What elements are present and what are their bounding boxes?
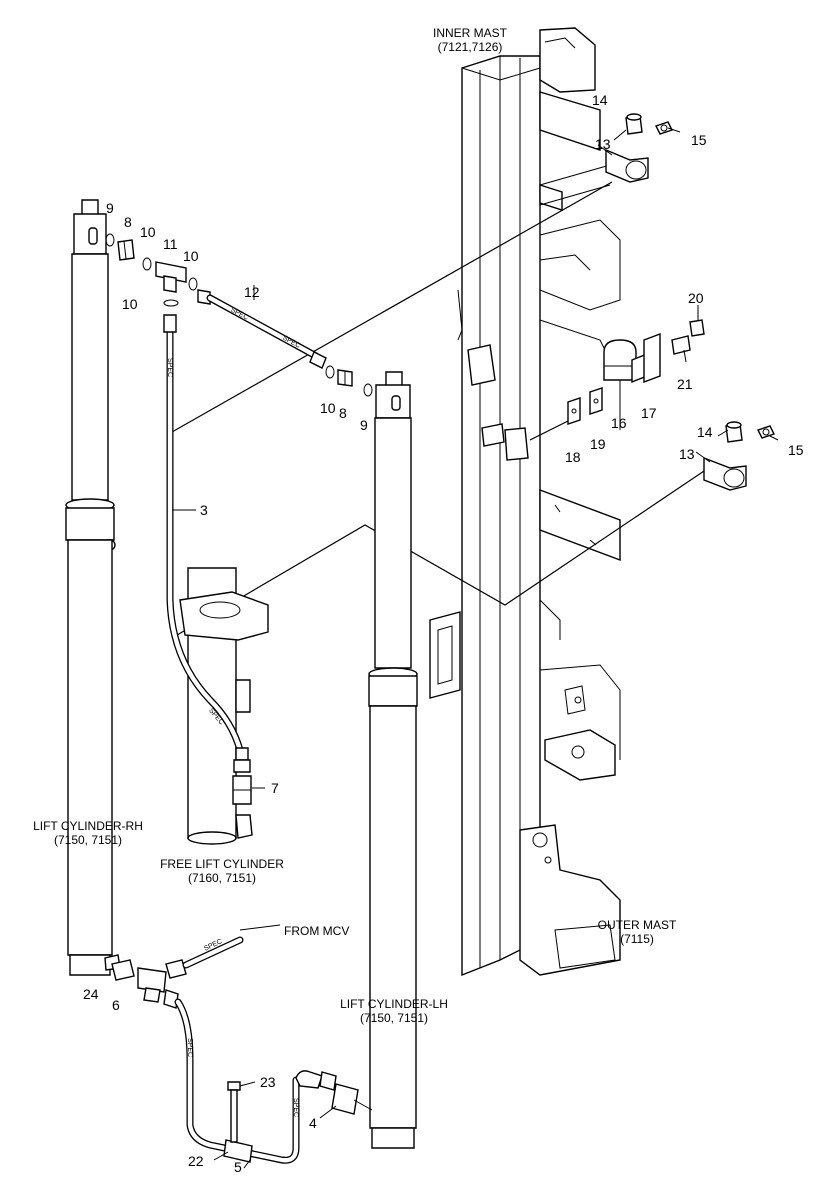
callout-10-c: 10 xyxy=(122,296,138,312)
callout-10-a: 10 xyxy=(140,224,156,240)
callout-12: 12 xyxy=(244,284,260,300)
callout-4: 4 xyxy=(309,1115,317,1131)
svg-text:SPEC: SPEC xyxy=(292,1098,299,1117)
lift-cylinder-rh xyxy=(65,199,121,976)
mast-structure xyxy=(429,27,621,977)
caption-free-lift-title: FREE LIFT CYLINDER xyxy=(160,857,284,871)
upper-clamp-set xyxy=(605,113,673,183)
callout-20: 20 xyxy=(688,290,704,306)
svg-text:SPEC: SPEC xyxy=(186,1038,193,1057)
caption-lift-lh-title: LIFT CYLINDER-LH xyxy=(340,997,448,1011)
caption-from-mcv: FROM MCV xyxy=(284,924,349,938)
callout-14-upper: 14 xyxy=(592,92,608,108)
lift-cylinder-lh xyxy=(368,371,418,1149)
callout-8-upper: 8 xyxy=(124,214,132,230)
callout-15-lower: 15 xyxy=(788,442,804,458)
callout-21: 21 xyxy=(677,376,693,392)
callout-15-upper: 15 xyxy=(691,132,707,148)
callout-14-lower: 14 xyxy=(697,424,713,440)
caption-outer-mast-code: (7115) xyxy=(620,932,654,946)
part-callouts: 3 4 5 6 7 8 8 9 9 10 10 10 10 11 12 13 1… xyxy=(83,92,804,1175)
captions: INNER MAST (7121,7126) OUTER MAST (7115)… xyxy=(33,26,677,1025)
callout-19: 19 xyxy=(590,436,606,452)
callout-13-lower: 13 xyxy=(679,446,695,462)
callout-24: 24 xyxy=(83,986,99,1002)
callout-11: 11 xyxy=(163,236,178,252)
callout-13-upper: 13 xyxy=(595,136,611,152)
callout-9-upper: 9 xyxy=(106,200,114,216)
callout-5: 5 xyxy=(234,1159,242,1175)
callout-22: 22 xyxy=(188,1153,204,1169)
caption-inner-mast-code: (7121,7126) xyxy=(438,40,503,54)
callout-leaders xyxy=(172,127,779,1169)
callout-10-b: 10 xyxy=(183,248,199,264)
free-lift-cylinder xyxy=(179,567,269,845)
callout-7: 7 xyxy=(271,780,279,796)
callout-6: 6 xyxy=(112,997,120,1013)
fitting-7 xyxy=(232,747,252,805)
callout-9-lower: 9 xyxy=(360,417,368,433)
caption-outer-mast-title: OUTER MAST xyxy=(598,918,677,932)
callout-3: 3 xyxy=(200,502,208,518)
callout-23: 23 xyxy=(260,1074,276,1090)
svg-text:SPEC: SPEC xyxy=(166,358,173,377)
lower-hose-assembly: SPEC SPEC SPEC xyxy=(111,936,373,1164)
callout-17: 17 xyxy=(641,405,657,421)
caption-inner-mast-title: INNER MAST xyxy=(433,26,508,40)
lower-clamp-set xyxy=(703,421,775,491)
upper-tee-assembly: SPEC SPEC xyxy=(105,233,373,397)
clamp-16-assembly xyxy=(567,319,705,425)
callout-16: 16 xyxy=(611,415,627,431)
caption-lift-rh-title: LIFT CYLINDER-RH xyxy=(33,819,143,833)
caption-lift-lh-code: (7150, 7151) xyxy=(360,1011,428,1025)
reference-lines xyxy=(171,181,711,639)
svg-text:SPEC: SPEC xyxy=(229,307,249,322)
callout-10-d: 10 xyxy=(320,400,336,416)
caption-free-lift-code: (7160, 7151) xyxy=(188,871,256,885)
caption-lift-rh-code: (7150, 7151) xyxy=(54,833,122,847)
callout-18: 18 xyxy=(565,449,581,465)
callout-8-lower: 8 xyxy=(339,405,347,421)
svg-text:SPEC: SPEC xyxy=(281,335,301,350)
hose-3: SPEC SPEC xyxy=(163,314,244,754)
